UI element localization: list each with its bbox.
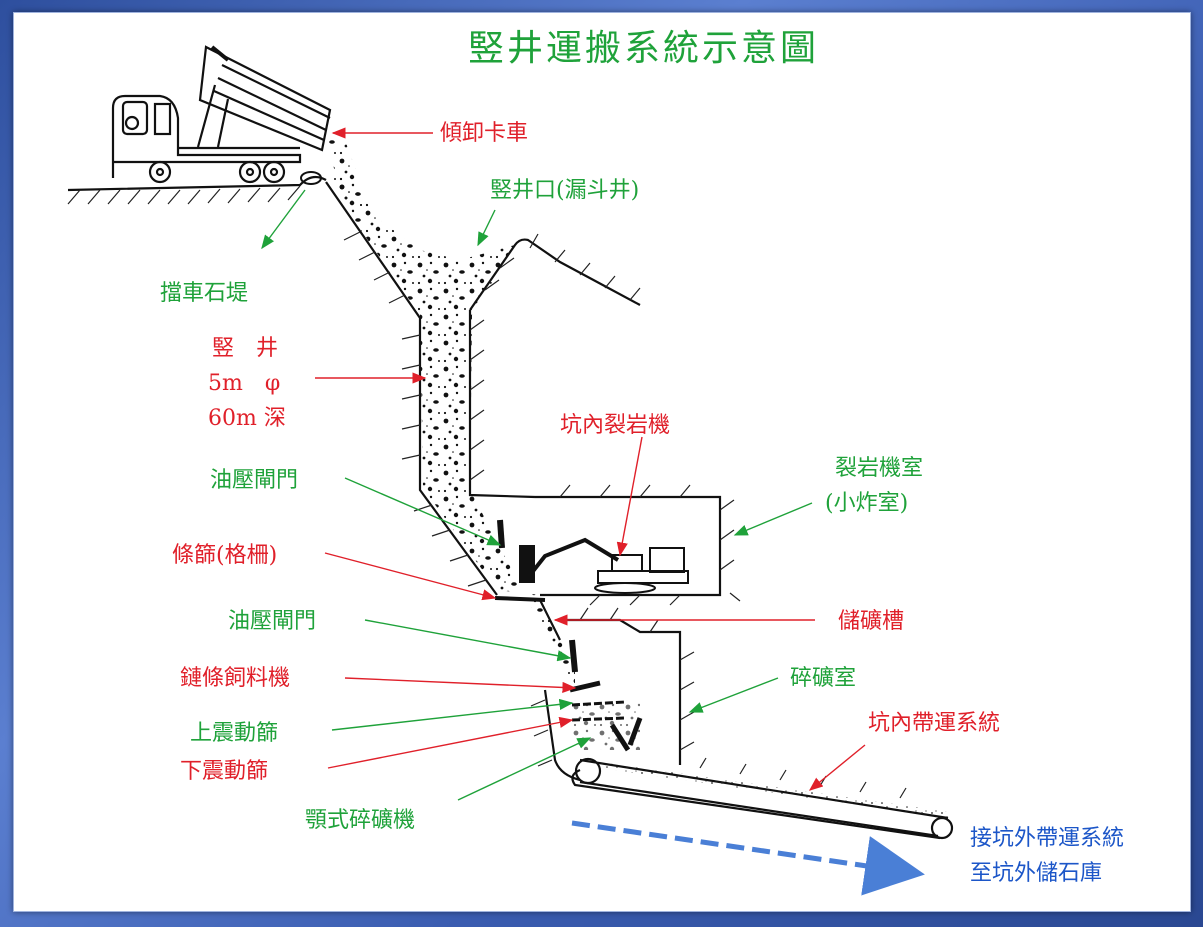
breaker-leader [616, 436, 643, 557]
shaft-walls [325, 181, 641, 596]
label-rock-breaker: 坑內裂岩機 [560, 413, 670, 438]
label-upper-screen: 上震動篩 [190, 721, 278, 746]
label-breaker-room-1: 裂岩機室 [835, 456, 923, 481]
gate1-leader [344, 477, 502, 546]
label-breaker-room-2: (小炸室) [825, 491, 908, 516]
label-dump-truck: 傾卸卡車 [440, 121, 528, 146]
curb-stone [300, 171, 322, 185]
label-crusher-room: 碎礦室 [790, 666, 856, 691]
gate2-leader [364, 619, 572, 662]
breaker-room [519, 484, 741, 606]
label-shaft-1: 竪 井 [212, 336, 278, 361]
crusher-room [530, 599, 695, 782]
falling-rock [326, 138, 370, 210]
label-shaft-2: 5m φ [208, 371, 280, 396]
upper-screen-leader [331, 698, 574, 731]
mouth-leader [477, 209, 496, 247]
room-leader [733, 502, 813, 536]
label-jaw-crusher: 顎式碎礦機 [305, 808, 415, 833]
hydraulic-gate-lower [569, 639, 578, 673]
ground-surface [67, 175, 327, 205]
label-external-2: 至坑外儲石庫 [970, 861, 1102, 886]
diagram-panel: 竪井運搬系統示意圖 [13, 12, 1191, 912]
label-ore-bin: 儲礦槽 [838, 609, 904, 634]
label-chain-feeder: 鏈條飼料機 [180, 666, 290, 691]
label-curb: 擋車石堤 [160, 281, 248, 306]
label-belt-system: 坑內帶運系統 [868, 711, 1000, 736]
diagram-title: 竪井運搬系統示意圖 [468, 28, 819, 69]
crusher-room-leader [688, 677, 779, 713]
label-hydraulic-gate-1: 油壓閘門 [210, 468, 298, 493]
label-external-1: 接坑外帶運系統 [970, 826, 1124, 851]
lower-screen-leader [327, 716, 574, 769]
grizzly-screen [494, 596, 546, 602]
shaft-rock-fill [326, 175, 575, 690]
hydraulic-gate-upper [497, 519, 505, 549]
label-lower-screen: 下震動篩 [180, 759, 268, 784]
feeder-leader [344, 677, 577, 694]
curb-leader [261, 189, 306, 250]
label-hydraulic-gate-2: 油壓閘門 [228, 609, 316, 634]
belt-leader [808, 744, 866, 791]
label-shaft-mouth: 竪井口(漏斗井) [490, 178, 639, 203]
belt-material [600, 762, 950, 818]
label-grizzly: 條篩(格柵) [172, 543, 277, 568]
outflow-arrow [571, 820, 925, 896]
grizzly-leader [324, 552, 497, 601]
dump-truck [111, 45, 332, 184]
label-shaft-3: 60m 深 [208, 406, 286, 431]
jaw-leader [457, 737, 592, 801]
diagram-canvas: 竪井運搬系統示意圖 [67, 28, 1124, 896]
